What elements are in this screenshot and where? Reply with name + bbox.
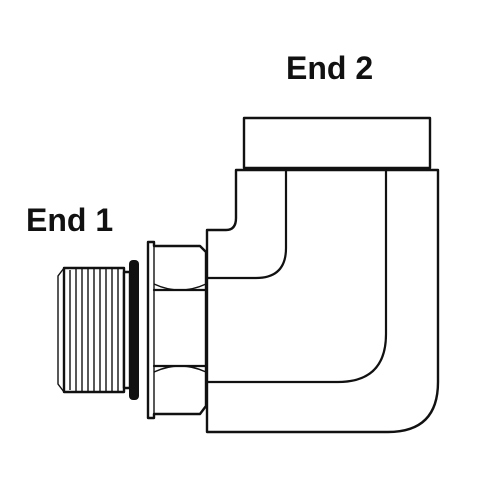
elbow-body <box>205 168 440 434</box>
hex-nut <box>146 240 208 420</box>
end2-cap <box>242 116 432 170</box>
threaded-end <box>57 266 132 394</box>
end1-label: End 1 <box>26 202 114 238</box>
end2-label: End 2 <box>286 50 374 86</box>
o-ring <box>129 260 139 400</box>
